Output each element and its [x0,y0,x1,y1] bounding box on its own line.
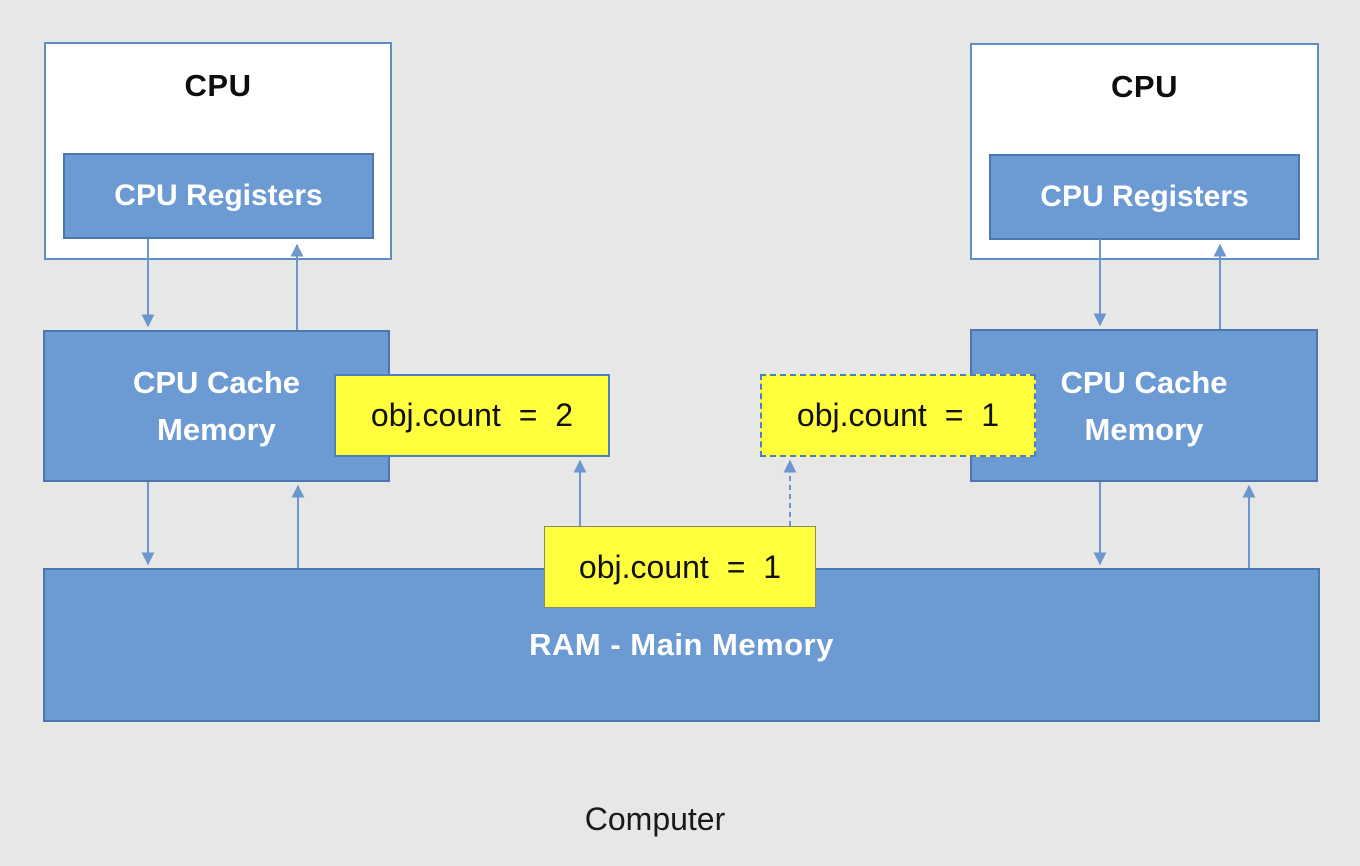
cpu-cache-right-line1: CPU Cache [1060,364,1228,400]
callout-obj-count-right-text: obj.count = 1 [796,397,1000,433]
callout-obj-count-center: obj.count = 1 [544,526,816,608]
cpu-cache-left-line2: Memory [157,412,276,447]
cpu-box-right: CPU CPU Registers [970,43,1319,260]
cpu-registers-right: CPU Registers [989,154,1300,240]
cpu-registers-right-label: CPU Registers [1040,180,1249,213]
cpu-registers-left-label: CPU Registers [114,179,323,212]
cpu-cache-left-label: CPU Cache Memory [133,359,300,453]
callout-obj-count-right: obj.count = 1 [760,374,1036,457]
callout-obj-count-left: obj.count = 2 [334,374,610,457]
cpu-registers-left: CPU Registers [63,153,374,239]
callout-obj-count-left-text: obj.count = 2 [370,397,574,433]
cpu-cache-left: CPU Cache Memory [43,330,390,482]
cpu-cache-right-label: CPU Cache Memory [1060,359,1227,453]
ram-label: RAM - Main Memory [529,627,834,662]
cpu-box-left: CPU CPU Registers [44,42,392,260]
cpu-cache-right-line2: Memory [1084,411,1204,447]
cpu-title-left: CPU [184,68,252,103]
callout-obj-count-center-text: obj.count = 1 [578,548,782,585]
cpu-cache-left-line1: CPU Cache [132,365,301,400]
cpu-title-right: CPU [1111,69,1178,104]
diagram-caption: Computer [584,801,726,837]
